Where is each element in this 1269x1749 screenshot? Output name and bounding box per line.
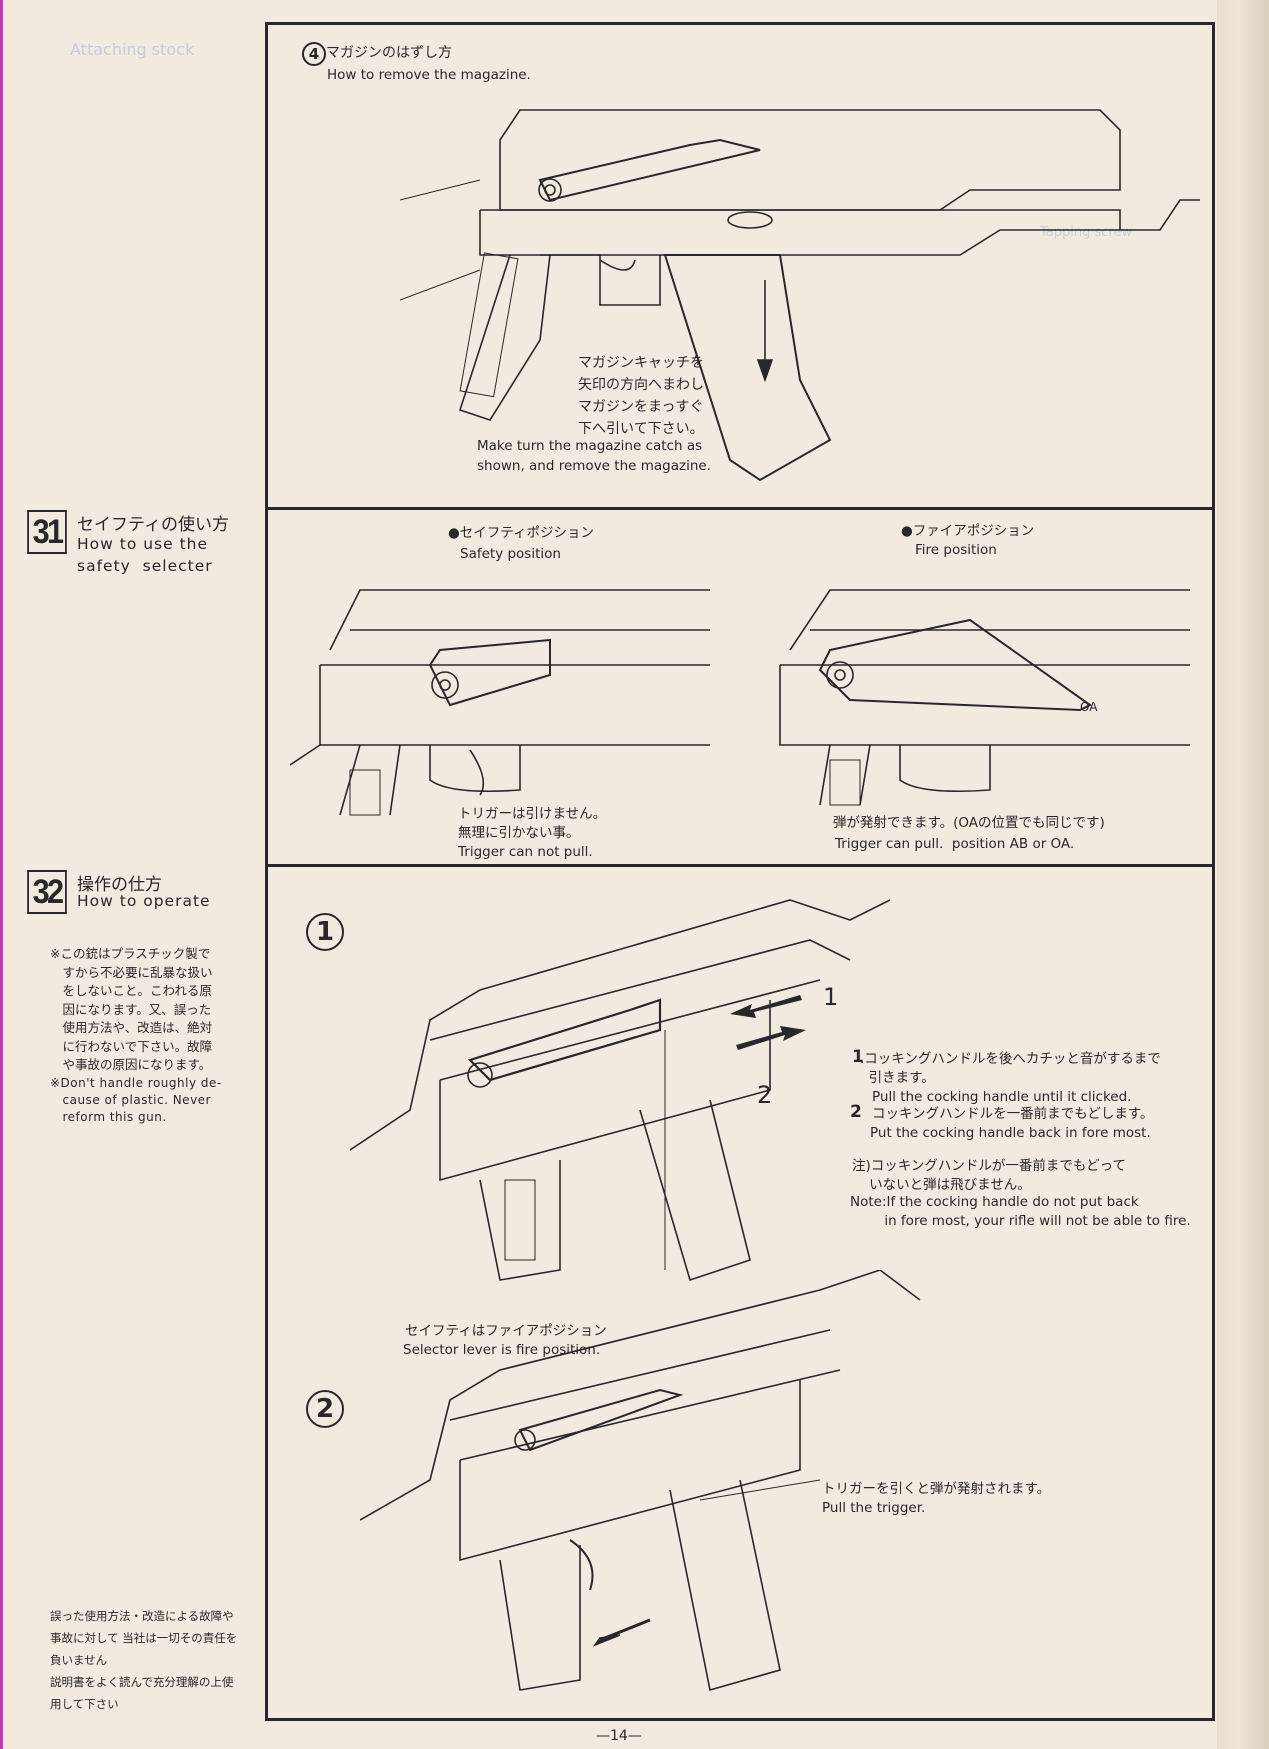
divider [265,507,1215,510]
fire-caption-jp: 弾が発射できます。(OAの位置でも同じです) [833,815,1105,831]
direction-arrows [730,995,806,1050]
arrow-forward-icon [736,1026,806,1050]
warning-jp: ※この銃はプラスチック製で すから不必要に乱暴な扱い をしないこと。こわれる原 … [50,946,213,1072]
section32-title-jp: 操作の仕方 [77,875,162,895]
fire-caption-en: Trigger can pull. position AB or OA. [835,836,1075,852]
page-edge-shadow [1217,0,1269,1749]
safety-label-jp: ●セイフティポジション [448,525,594,541]
rifle-magazine-illustration [400,109,1200,482]
arrow-label-2: 2 [757,1081,773,1109]
instruction-2-en: Put the cocking handle back in fore most… [870,1125,1151,1141]
fire-label-en: Fire position [915,542,997,558]
instruction-2-jp: コッキングハンドルを一番前までもどします。 [872,1106,1154,1122]
trigger-caption-en: Pull the trigger. [822,1500,926,1516]
safety-label-en: Safety position [460,546,561,562]
section31-title-en: How to use the safety selecter [77,535,213,575]
section-number: 32 [27,870,67,914]
fire-position-illustration [779,589,1190,806]
content-frame [265,22,1215,1721]
step-number: 2 [306,1390,344,1428]
page-number: —14— [596,1728,642,1744]
oa-marker: OA [1080,700,1098,714]
note-en: Note:If the cocking handle do not put ba… [850,1194,1191,1229]
instruction-2-number: 2 [850,1102,862,1122]
fire-label-jp: ●ファイアポジション [901,523,1035,539]
selector-caption-jp: セイフティはファイアポジション [405,1323,607,1339]
page-edge [0,0,3,1749]
arrow-back-icon [730,995,802,1018]
section31-title-jp: セイフティの使い方 [77,515,229,535]
trigger-illustration [360,1270,921,1692]
step4-title-en: How to remove the magazine. [327,67,531,83]
instruction-1-en: Pull the cocking handle until it clicked… [872,1089,1132,1105]
safety-caption-en: Trigger can not pull. [458,844,593,860]
cocking-illustration [349,899,891,1282]
selector-caption-en: Selector lever is fire position. [403,1342,601,1358]
step4-title-jp: マガジンのはずし方 [326,45,452,61]
note-jp: 注)コッキングハンドルが一番前までもどって いないと弾は飛びません。 [852,1158,1126,1193]
instruction-1-number: 1 [852,1047,864,1067]
step4-caption-jp: マガジンキャッチを 矢印の方向へまわし マガジンをまっすぐ 下へ引いて下さい。 [578,355,704,437]
safety-position-illustration [290,589,710,816]
warning-en: ※Don't handle roughly de- cause of plast… [50,1076,222,1124]
trigger-caption-jp: トリガーを引くと弾が発射されます。 [822,1481,1051,1497]
safety-caption-jp: トリガーは引けません。 無理に引かない事。 [458,806,607,841]
instruction-1-jp: .コッキングハンドルを後へカチッと音がするまで 引きます。 [860,1051,1161,1086]
bleed-through-text: Tapping screw [1040,225,1133,240]
section-number: 31 [27,510,67,554]
step-number: 1 [306,913,344,951]
step-number: 4 [302,42,326,66]
disclaimer: 誤った使用方法・改造による故障や 事故に対して 当社は一切その責任を 負いません… [50,1609,238,1711]
bleed-through-text: Attaching stock [70,40,195,59]
divider [265,864,1215,867]
arrow-label-1: 1 [823,983,839,1011]
section32-title-en: How to operate [77,892,211,910]
step4-caption-en: Make turn the magazine catch as shown, a… [477,438,711,474]
